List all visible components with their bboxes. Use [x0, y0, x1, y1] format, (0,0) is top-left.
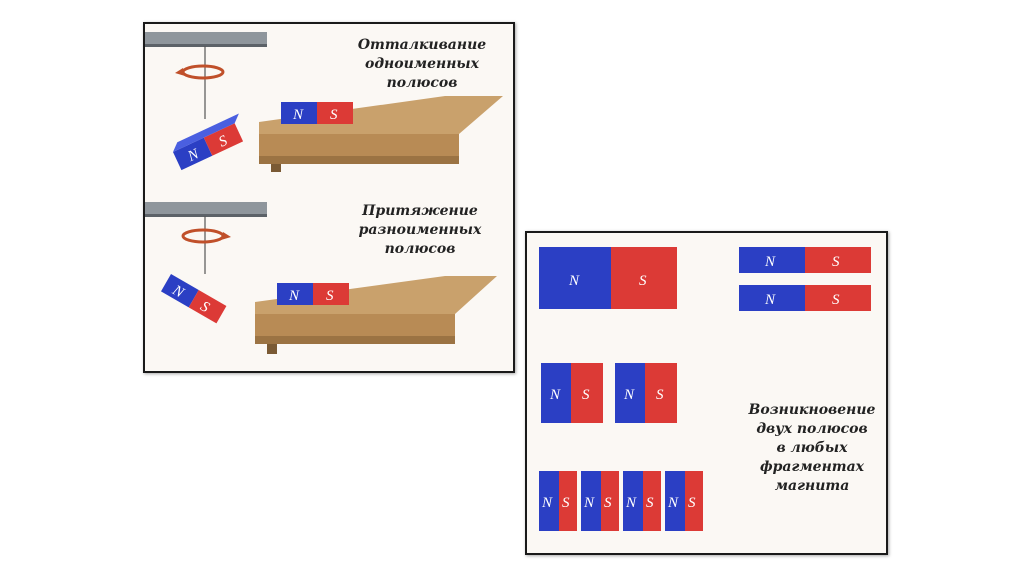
north-label: N: [568, 273, 580, 289]
north-label: N: [623, 387, 635, 403]
ceiling-bar: [145, 32, 267, 44]
attraction-caption: Притяжение разноименных полюсов: [330, 202, 510, 259]
north-label: N: [583, 495, 595, 511]
whole-magnet: N S: [539, 247, 677, 309]
magnet-interaction-panel: N S N S N S: [143, 22, 515, 373]
rotation-arrow-icon: [175, 66, 223, 78]
suspended-magnet: N S: [161, 274, 226, 323]
table-magnet: N S: [281, 102, 353, 124]
fragment-row: N S N S N S N S: [539, 471, 703, 531]
south-label: S: [604, 495, 612, 511]
fragments-caption: Возникновение двух полюсов в любых фрагм…: [747, 401, 877, 496]
south-label: S: [832, 292, 840, 308]
repulsion-caption: Отталкивание одноименных полюсов: [337, 36, 507, 93]
south-label: S: [562, 495, 570, 511]
fragment-pair: N S N S: [541, 363, 677, 423]
south-label: S: [326, 288, 334, 304]
split-magnet-bottom: N S: [739, 285, 871, 311]
north-label: N: [625, 495, 637, 511]
north-label: N: [764, 292, 776, 308]
rotation-arrow-icon: [183, 230, 231, 242]
fragments-illustration: N S N S N S N S N S: [527, 233, 886, 553]
south-label: S: [330, 107, 338, 123]
south-label: S: [832, 254, 840, 270]
magnet-fragments-panel: N S N S N S N S N S: [525, 231, 888, 555]
north-label: N: [288, 288, 300, 304]
split-magnet-top: N S: [739, 247, 871, 273]
north-label: N: [667, 495, 679, 511]
south-label: S: [656, 387, 664, 403]
south-label: S: [688, 495, 696, 511]
north-label: N: [764, 254, 776, 270]
suspended-magnet: N S: [170, 114, 250, 171]
table-magnet: N S: [277, 283, 349, 305]
south-label: S: [646, 495, 654, 511]
north-label: N: [549, 387, 561, 403]
south-label: S: [582, 387, 590, 403]
ceiling-bar: [145, 202, 267, 214]
north-label: N: [292, 107, 304, 123]
north-label: N: [541, 495, 553, 511]
south-label: S: [639, 273, 647, 289]
